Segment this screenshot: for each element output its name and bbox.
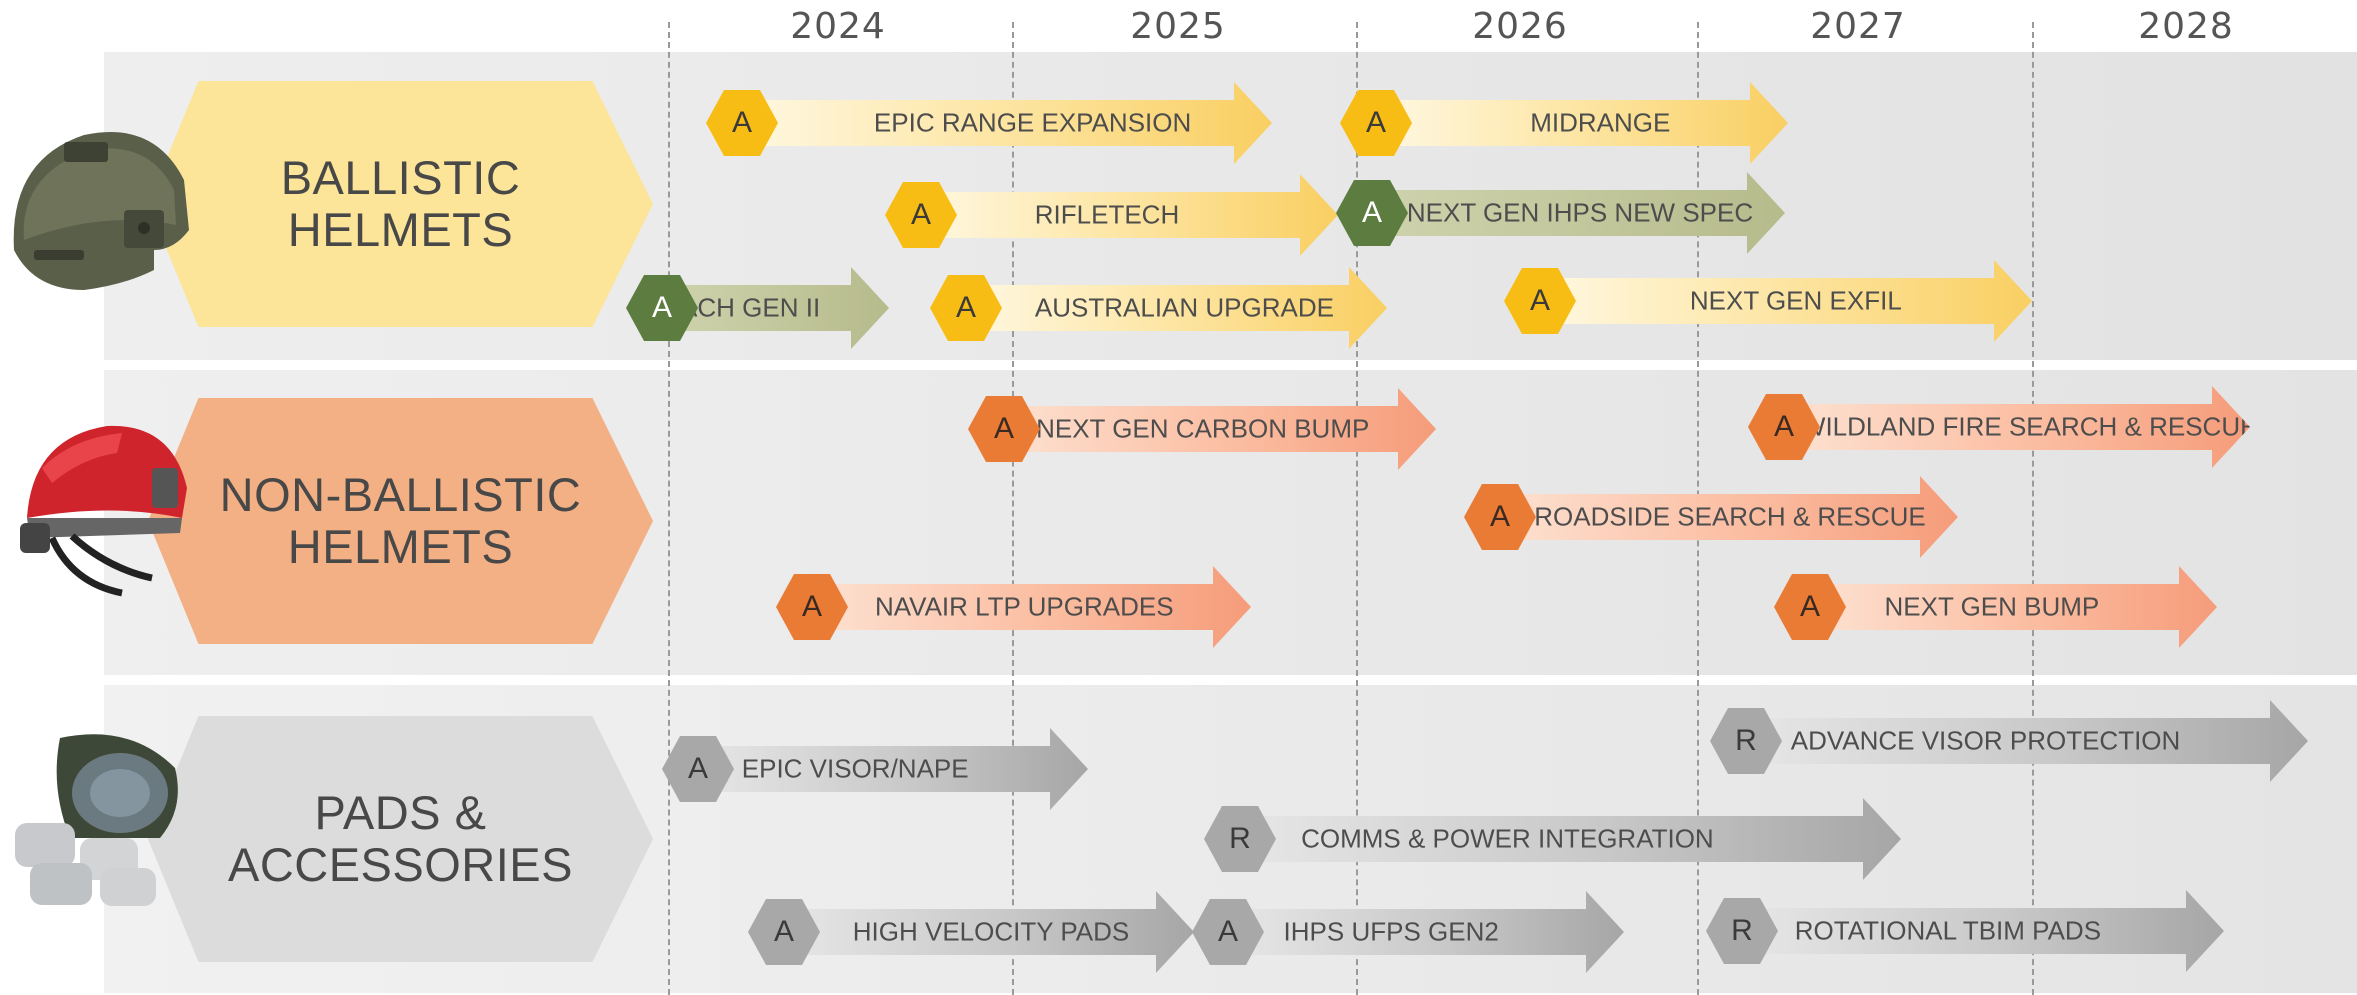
- badge-hexagon: A: [1340, 90, 1412, 156]
- initiative-label: AUSTRALIAN UPGRADE: [1034, 292, 1334, 323]
- initiative-label: COMMS & POWER INTEGRATION: [1301, 823, 1714, 854]
- initiative-label: NAVAIR LTP UPGRADES: [874, 591, 1174, 622]
- year-label: 2028: [2138, 6, 2234, 47]
- initiative-label: NEXT GEN CARBON BUMP: [1036, 413, 1370, 444]
- badge-hexagon: A: [885, 182, 957, 248]
- initiative-label: EPIC RANGE EXPANSION: [873, 107, 1192, 138]
- initiative-label: ACH GEN II: [680, 292, 821, 323]
- badge-hexagon: A: [1464, 484, 1536, 550]
- category-pads-accessories: PADS &ACCESSORIES: [148, 716, 653, 962]
- ballistic-helmet-image: [13, 132, 189, 290]
- non-ballistic-helmet-image: [20, 425, 187, 597]
- initiative-label: NEXT GEN BUMP: [1884, 591, 2100, 622]
- category-title-line: BALLISTIC: [280, 151, 521, 204]
- badge-hexagon: A: [968, 396, 1040, 462]
- initiative-label: RIFLETECH: [1034, 199, 1180, 230]
- badge-hexagon: A: [776, 574, 848, 640]
- badge-hexagon: R: [1710, 708, 1782, 774]
- badge-hexagon: R: [1204, 806, 1276, 872]
- badge-hexagon: A: [1748, 394, 1820, 460]
- badge-hexagon: A: [662, 736, 734, 802]
- year-label: 2027: [1810, 6, 1906, 47]
- year-gridline: [668, 22, 670, 995]
- pads-accessories-image: [15, 734, 178, 906]
- category-title-line: NON-BALLISTIC: [219, 468, 582, 521]
- year-label: 2024: [790, 6, 886, 47]
- year-gridline: [1012, 22, 1014, 995]
- category-title-line: HELMETS: [287, 203, 514, 256]
- year-gridline: [1356, 22, 1358, 995]
- badge-hexagon: R: [1706, 898, 1778, 964]
- initiative-label: MIDRANGE: [1530, 107, 1671, 138]
- badge-hexagon: A: [1192, 899, 1264, 965]
- initiative-label: ROTATIONAL TBIM PADS: [1794, 915, 2102, 946]
- initiative-label: HIGH VELOCITY PADS: [852, 916, 1130, 947]
- year-label: 2025: [1130, 6, 1226, 47]
- badge-hexagon: A: [626, 275, 698, 341]
- badge-hexagon: A: [706, 90, 778, 156]
- initiative-label: ADVANCE VISOR PROTECTION: [1790, 725, 2181, 756]
- initiative-label: NEXT GEN IHPS NEW SPEC: [1406, 197, 1754, 228]
- initiative-label: EPIC VISOR/NAPE: [741, 753, 969, 784]
- category-title-line: ACCESSORIES: [227, 838, 574, 891]
- initiative-label: NEXT GEN EXFIL: [1689, 285, 1902, 316]
- badge-hexagon: A: [748, 899, 820, 965]
- badge-hexagon: A: [1774, 574, 1846, 640]
- initiative-label: ROADSIDE SEARCH & RESCUE: [1534, 501, 1926, 532]
- initiative-label: IHPS UFPS GEN2: [1283, 916, 1499, 947]
- badge-hexagon: A: [1504, 268, 1576, 334]
- initiative-label: WILDLAND FIRE SEARCH & RESCUE: [1800, 411, 2258, 442]
- year-gridline: [2032, 22, 2034, 995]
- badge-hexagon: A: [930, 275, 1002, 341]
- category-title-line: PADS &: [314, 786, 487, 839]
- badge-hexagon: A: [1336, 180, 1408, 246]
- year-label: 2026: [1472, 6, 1568, 47]
- category-title-line: HELMETS: [287, 520, 514, 573]
